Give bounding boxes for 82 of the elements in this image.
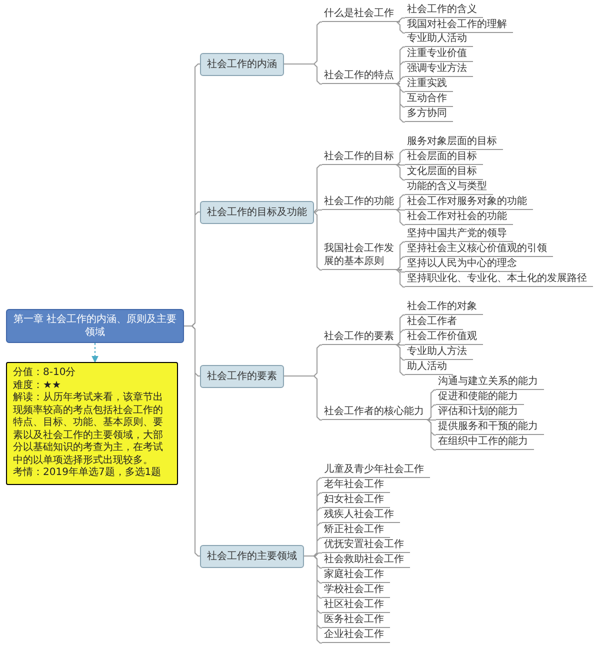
connector-line [398,270,406,272]
connector-line [396,256,406,270]
topic-label: 助人活动 [405,360,453,375]
topic-label: 注重实践 [405,77,453,92]
branch-box: 社会工作的目标及功能 [200,200,314,224]
central-topic-box: 第一章 社会工作的内涵、原则及主要领域 [6,309,184,343]
topic-label: 强调专业方法 [405,62,473,77]
topic-label: 社会救助社会工作 [322,553,410,568]
topic-label: 互动合作 [405,92,453,107]
note-box [6,362,178,484]
topic-label: 坚持职业化、专业化、本土化的发展路径 [405,272,593,287]
topic-label: 学校社会工作 [322,583,390,598]
note-text: 考情：2019年单选7题，多选1题 [13,467,162,480]
topic-label: 社区社会工作 [322,598,390,613]
connector-line [396,194,406,210]
topic-label: 促进和使能的能力 [436,390,524,405]
connector-line [396,76,406,84]
topic-label: 坚持中国共产党的领导 [405,227,513,242]
topic-label: 坚持以人民为中心的理念 [405,257,523,272]
connector-line [284,64,322,84]
connector-line [426,404,436,420]
topic-label: 家庭社会工作 [322,568,390,583]
connector-line [314,164,322,212]
topic-label: 功能的含义与类型 [405,180,493,195]
topic-label: 社会工作对社会的功能 [405,210,513,225]
connector-line [396,22,406,34]
topic-label: 社会工作的目标 [322,150,400,165]
topic-label: 多方协同 [405,107,453,122]
connector-line [396,210,406,226]
connector-line [400,164,406,166]
connector-line [396,330,406,346]
topic-label: 社会层面的目标 [405,150,483,165]
topic-label: 社会工作的特点 [322,69,400,84]
dashed-arrow [92,342,98,363]
topic-label: 坚持社会主义核心价值观的引领 [405,242,553,257]
topic-label: 社会工作的要素 [322,330,400,345]
connector-line [396,344,406,376]
branch-box: 社会工作的内涵 [200,52,284,76]
topic-label: 优抚安置社会工作 [322,538,410,553]
connector-line [426,420,436,450]
topic-label: 妇女社会工作 [322,493,390,508]
topic-label: 注重专业价值 [405,47,473,62]
topic-label: 我国社会工作发展的基本原则 [322,242,402,270]
topic-label: 提供服务和干预的能力 [436,420,544,435]
connector-line [284,376,322,420]
topic-label: 我国对社会工作的理解 [405,18,513,33]
topic-label: 服务对象层面的目标 [405,135,503,150]
note-text: 分值：8-10分 [13,367,77,380]
connector-line [184,326,200,556]
topic-label: 矫正社会工作 [322,523,390,538]
branch-box: 社会工作的主要领域 [200,544,304,568]
topic-label: 企业社会工作 [322,628,390,643]
connector-line [400,344,406,346]
note-text: 难度：★★ [13,380,62,392]
connector-line [396,84,406,122]
topic-label: 社会工作对服务对象的功能 [405,195,533,210]
topic-label: 社会工作者 [405,315,463,330]
topic-label: 文化层面的目标 [405,165,483,180]
connector-line [304,556,322,644]
note-text: 解读：从历年考试来看，该章节出现频率较高的考点包括社会工作的特点、目标、功能、基本原则、要素以及社会工作的主要领域，大部分以基础知识的考查为主，在考试中的以单项选择形式出现较多。 [13,392,164,466]
topic-label: 社会工作价值观 [405,330,483,345]
topic-label: 什么是社会工作 [322,7,400,22]
topic-label: 医务社会工作 [322,613,390,628]
connector-line [396,150,406,166]
connector-line [396,18,406,22]
topic-label: 老年社会工作 [322,478,390,493]
branch-box: 社会工作的要素 [200,364,284,388]
topic-label: 社会工作者的核心能力 [322,405,430,420]
connector-line [314,210,322,212]
connector-line [396,270,406,288]
topic-label: 社会工作的对象 [405,300,483,315]
connector-line [314,212,322,270]
topic-label: 专业助人活动 [405,32,473,47]
topic-label: 社会工作的功能 [322,195,400,210]
topic-label: 残疾人社会工作 [322,508,400,523]
topic-label: 社会工作的含义 [405,3,483,18]
topic-label: 专业助人方法 [405,345,473,360]
topic-label: 评估和计划的能力 [436,405,524,420]
topic-label: 沟通与建立关系的能力 [436,375,544,390]
topic-label: 在组织中工作的能力 [436,435,534,450]
topic-label: 儿童及青少年社会工作 [322,463,430,478]
connector-line [396,164,406,180]
